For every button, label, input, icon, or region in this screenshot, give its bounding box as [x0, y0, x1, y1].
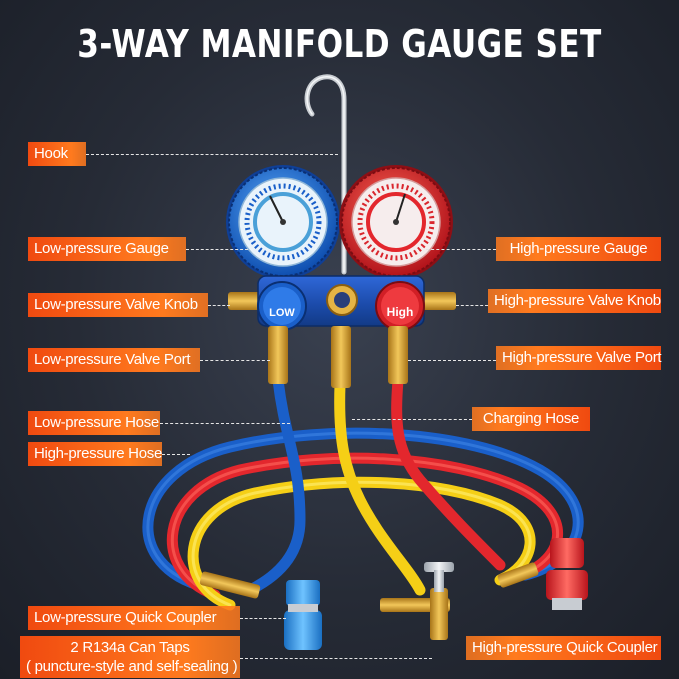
label-can-taps-line1: 2 R134a Can Taps: [70, 639, 190, 656]
low-knob-text: LOW: [269, 307, 295, 319]
label-low-pressure-gauge: Low-pressure Gauge: [28, 237, 186, 261]
valve-port-fittings: [268, 326, 408, 388]
high-knob-icon: [375, 281, 425, 331]
label-high-pressure-valve-port: High-pressure Valve Port: [496, 346, 662, 370]
leader-high-knob: [456, 305, 488, 306]
label-low-pressure-hose: Low-pressure Hose: [28, 411, 160, 435]
label-hook: Hook: [28, 142, 86, 166]
label-low-pressure-valve-port: Low-pressure Valve Port: [28, 348, 200, 372]
hose-drops: [244, 374, 506, 596]
high-pressure-gauge-icon: [339, 165, 453, 279]
label-can-taps-line2: ( puncture-style and self-sealing ): [26, 658, 238, 675]
leader-low-gauge: [186, 249, 248, 250]
leader-can-taps: [240, 658, 432, 659]
leader-low-hose: [160, 423, 290, 424]
high-quick-coupler-icon: [546, 538, 588, 610]
leader-high-hose: [162, 454, 190, 455]
leader-low-knob: [208, 305, 230, 306]
can-tap-icon: [424, 562, 454, 592]
label-low-pressure-valve-knob: Low-pressure Valve Knob: [28, 293, 208, 317]
right-brass-port: [420, 292, 456, 310]
leader-low-coupler: [240, 618, 286, 619]
leader-hook: [86, 154, 338, 155]
leader-high-port: [408, 360, 496, 361]
hose-loops: [142, 427, 584, 611]
bottom-brass-fittings: [199, 562, 539, 640]
label-high-pressure-quick-coupler: High-pressure Quick Coupler: [466, 636, 661, 660]
leader-high-gauge: [426, 249, 496, 250]
label-high-pressure-gauge: High-pressure Gauge: [496, 237, 661, 261]
label-can-taps: 2 R134a Can Taps ( puncture-style and se…: [20, 636, 240, 678]
left-brass-port: [228, 292, 264, 310]
low-quick-coupler-icon: [284, 580, 322, 650]
low-pressure-gauge-icon: [226, 165, 340, 279]
low-knob-icon: [257, 281, 307, 331]
leader-low-port: [200, 360, 270, 361]
label-charging-hose: Charging Hose: [472, 407, 590, 431]
hook-icon: [304, 74, 347, 275]
high-knob-text: High: [387, 305, 414, 319]
label-high-pressure-hose: High-pressure Hose: [28, 442, 162, 466]
label-low-pressure-quick-coupler: Low-pressure Quick Coupler: [28, 606, 240, 630]
page-title: 3-WAY MANIFOLD GAUGE SET: [77, 22, 602, 66]
leader-charging-hose: [352, 419, 472, 420]
label-high-pressure-valve-knob: High-pressure Valve Knob: [488, 289, 661, 313]
